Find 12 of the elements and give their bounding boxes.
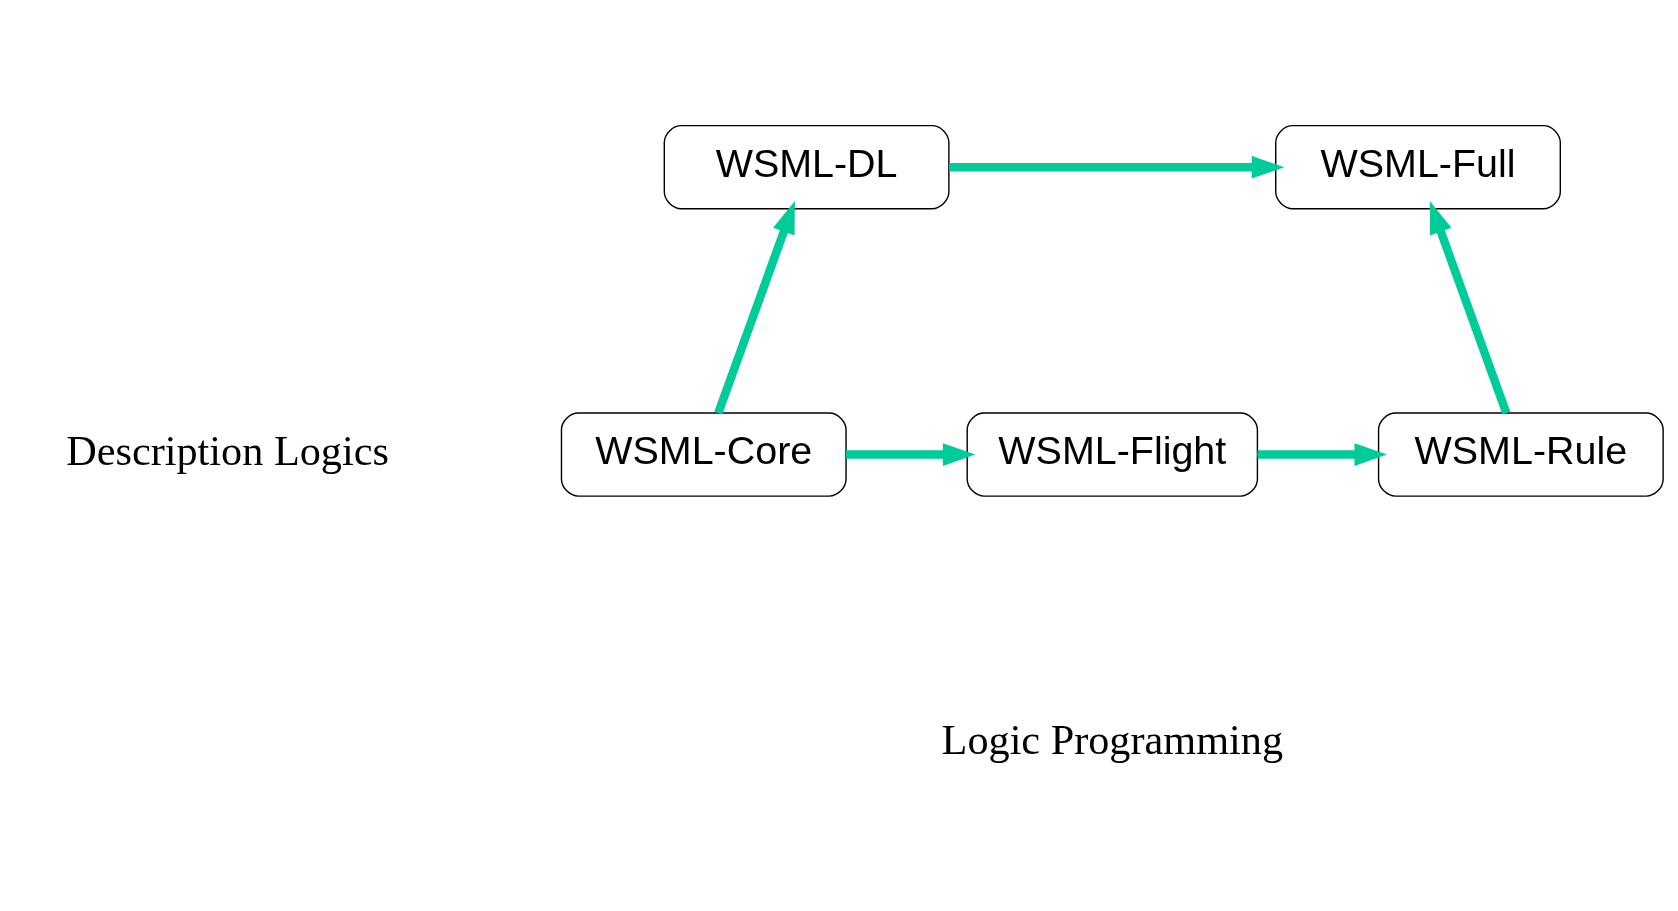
arrow <box>846 442 976 466</box>
node-box: WSML-Core <box>560 411 847 497</box>
label: Logic Programming <box>941 715 1284 763</box>
node-box: WSML-Full <box>1275 124 1561 209</box>
arrow <box>1429 200 1511 414</box>
label: Description Logics <box>66 426 389 474</box>
node-box: WSML-Rule <box>1377 411 1664 497</box>
node-box: WSML-Flight <box>966 411 1259 497</box>
arrow <box>949 155 1285 179</box>
arrow <box>714 200 795 414</box>
arrow <box>1257 442 1387 466</box>
node-box: WSML-DL <box>663 124 950 209</box>
